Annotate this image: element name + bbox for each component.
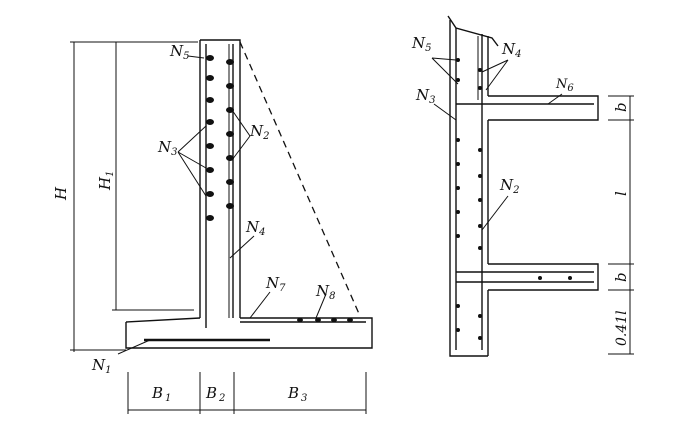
leader-n3 [177, 125, 207, 197]
dim-l-label: l [612, 191, 630, 196]
label-r-n2: N2 [499, 176, 520, 196]
leader-r-n4 [481, 59, 509, 91]
bottom-counterfort-outline [488, 263, 599, 291]
label-r-n5: N5 [411, 34, 432, 54]
stem-stirrup-dots [206, 55, 234, 221]
wall-outline-left [449, 20, 488, 357]
label-r-n6: N6 [555, 77, 574, 94]
leader-n8 [315, 293, 327, 319]
label-n7: N7 [265, 274, 286, 294]
dim-041l-label: 0.41l [614, 310, 630, 346]
leader-n2 [231, 109, 251, 161]
label-r-n3: N3 [415, 86, 436, 106]
counterfort-dashed-line [239, 41, 361, 317]
base-bar-dots [297, 318, 353, 322]
leader-r-n3 [433, 103, 457, 121]
leader-n7 [249, 291, 271, 319]
label-n2: N2 [249, 122, 270, 142]
label-r-n4: N4 [501, 40, 522, 60]
label-n1: N1 [91, 356, 112, 376]
top-counterfort-outline [488, 95, 599, 121]
base-slab-outline [125, 317, 373, 349]
dim-h1-label: H1 [96, 171, 116, 191]
leader-r-n6 [547, 93, 563, 105]
leader-r-n5 [431, 57, 459, 85]
wall-bar-dots [456, 58, 572, 340]
label-n5: N5 [169, 42, 190, 62]
label-n4: N4 [245, 218, 266, 238]
dim-b-top-label: b [612, 102, 630, 112]
dim-b-bottom-label: b [612, 272, 630, 282]
break-line [447, 15, 499, 47]
label-n3: N3 [157, 138, 178, 158]
leader-n5 [187, 55, 205, 59]
dim-h-label: H [52, 186, 70, 201]
leader-r-n2 [481, 195, 509, 231]
leader-n1 [117, 339, 151, 355]
wall-stem-outline [199, 39, 241, 318]
right-plan-section-diagram: b l b 0.41l N5 N4 N3 N6 N2 [411, 15, 634, 357]
leader-n4 [229, 235, 255, 259]
label-n8: N8 [315, 282, 336, 302]
